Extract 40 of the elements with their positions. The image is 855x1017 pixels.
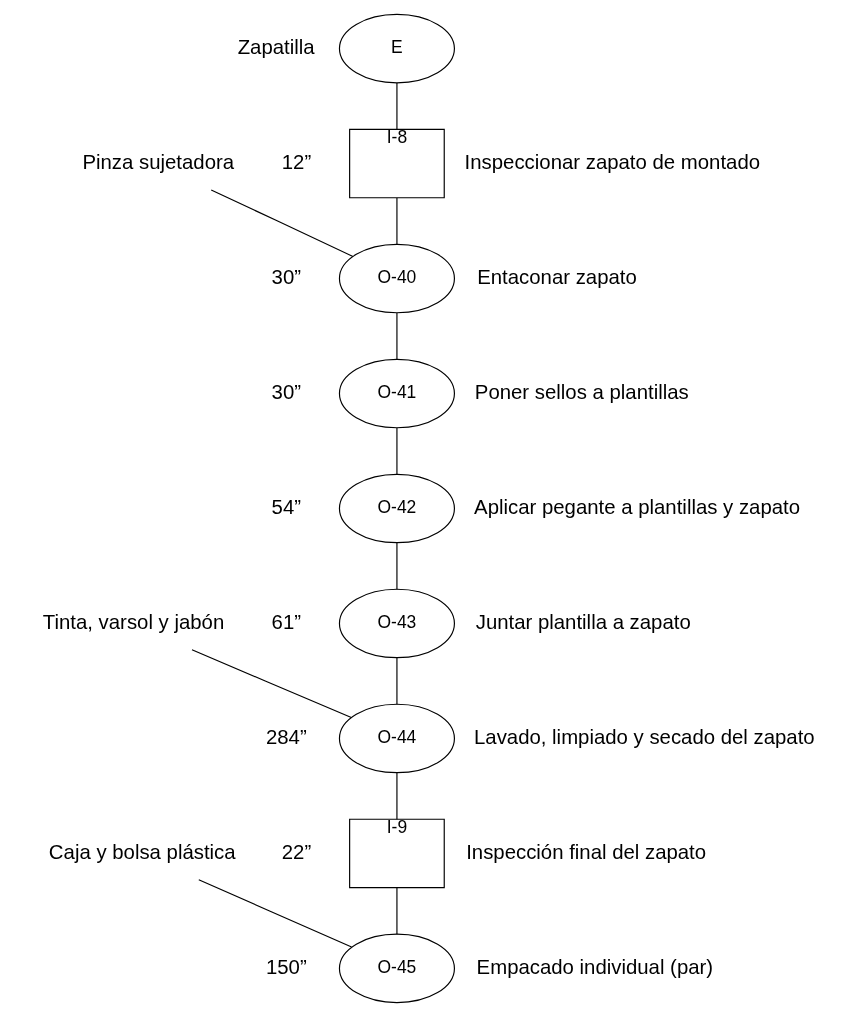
node-label: 61” <box>271 610 302 633</box>
node-label: Empacado individual (par) <box>476 955 714 978</box>
connector <box>396 772 398 820</box>
node-label: 284” <box>265 725 307 748</box>
node-text: Caja y bolsa plástica <box>48 840 236 863</box>
node-label: 30” <box>271 380 302 403</box>
node-label: Poner sellos a plantillas <box>474 380 689 403</box>
node-ellipse: O-43 <box>338 588 455 659</box>
node-label: 22” <box>281 840 312 863</box>
node-box: I-8 <box>349 128 445 199</box>
node-ellipse: O-41 <box>338 358 455 429</box>
node-ellipse: O-44 <box>338 703 455 774</box>
node-label: Aplicar pegante a plantillas y zapato <box>474 495 801 518</box>
connector <box>198 879 353 948</box>
node-label: Lavado, limpiado y secado del zapato <box>474 725 815 748</box>
node-ellipse: O-45 <box>338 933 455 1004</box>
node-ellipse: E <box>338 13 455 84</box>
connector <box>396 197 398 245</box>
node-label: 54” <box>271 495 302 518</box>
node-label: Zapatilla <box>237 35 315 58</box>
node-label: Inspeccionar zapato de montado <box>464 150 761 173</box>
node-box: I-9 <box>349 818 445 889</box>
connector <box>396 657 398 705</box>
node-label: 150” <box>265 955 307 978</box>
node-label: Inspección final del zapato <box>466 840 707 863</box>
node-label: Juntar plantilla a zapato <box>475 610 691 633</box>
connector <box>396 82 398 130</box>
connector <box>396 427 398 475</box>
connector <box>191 649 352 719</box>
node-ellipse: O-42 <box>338 473 455 544</box>
connector <box>396 312 398 360</box>
connector <box>396 542 398 590</box>
node-label: 12” <box>281 150 312 173</box>
connector <box>210 189 354 257</box>
connector <box>396 887 398 935</box>
node-label: Entaconar zapato <box>477 265 637 288</box>
node-ellipse: O-40 <box>338 243 455 314</box>
node-text: Pinza sujetadora <box>82 150 235 173</box>
node-label: 30” <box>271 265 302 288</box>
node-text: Tinta, varsol y jabón <box>42 610 225 633</box>
